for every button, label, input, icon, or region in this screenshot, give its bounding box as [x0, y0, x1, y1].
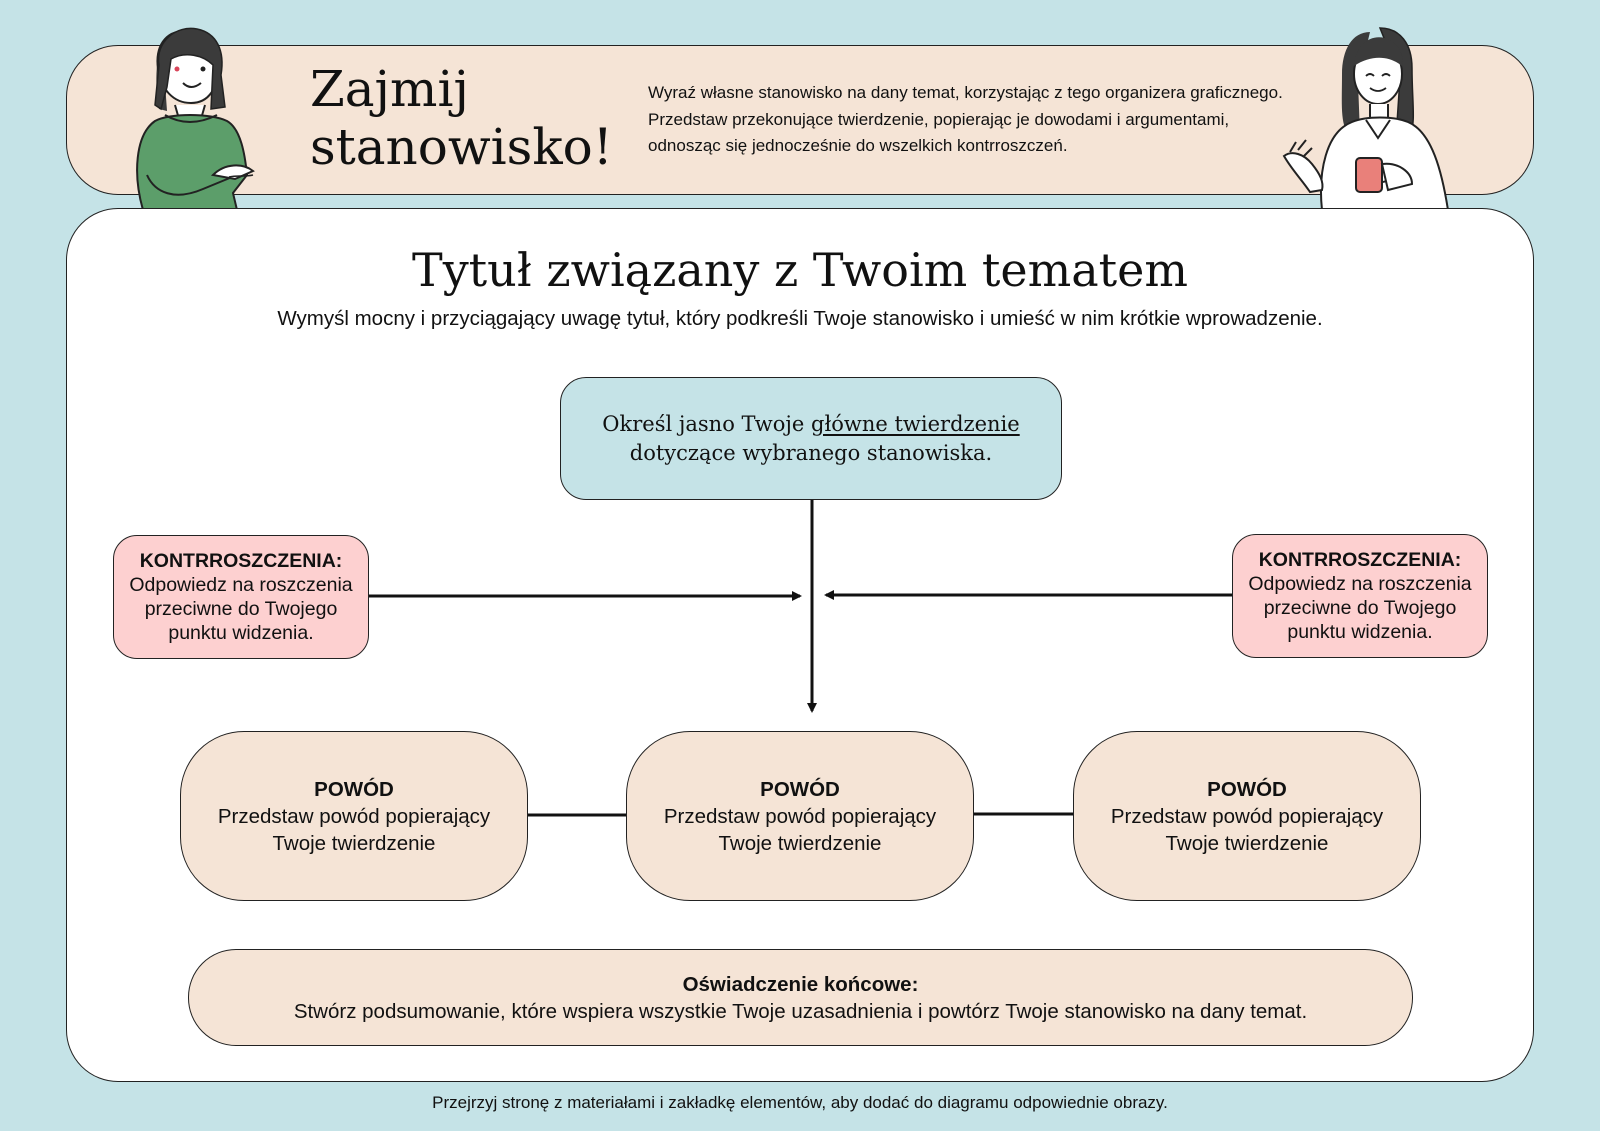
counterclaim-line1: Odpowiedz na roszczenia — [1248, 573, 1472, 595]
reason-line2: Twoje twierdzenie — [272, 831, 436, 855]
counterclaim-box-left: KONTRROSZCZENIA: Odpowiedz na roszczenia… — [113, 535, 369, 659]
reason-line1: Przedstaw powód popierający — [663, 804, 937, 828]
reason-line2: Twoje twierdzenie — [1165, 831, 1329, 855]
reason-line1: Przedstaw powód popierający — [217, 804, 491, 828]
counterclaim-line2: przeciwne do Twojego — [144, 598, 338, 620]
reason-box-right: POWÓD Przedstaw powód popierający Twoje … — [1073, 731, 1421, 901]
counterclaim-line1: Odpowiedz na roszczenia — [129, 574, 353, 596]
counterclaim-box-right: KONTRROSZCZENIA: Odpowiedz na roszczenia… — [1232, 534, 1488, 658]
header-title: Zajmij stanowisko! — [310, 60, 640, 176]
counterclaim-line2: przeciwne do Twojego — [1263, 597, 1457, 619]
counterclaim-line3: punktu widzenia. — [1287, 621, 1433, 643]
header-description: Wyraź własne stanowisko na dany temat, k… — [648, 83, 1283, 155]
conclusion-heading: Oświadczenie końcowe: — [682, 972, 919, 996]
counterclaim-heading: KONTRROSZCZENIA: — [1258, 549, 1462, 571]
reason-line1: Przedstaw powód popierający — [1110, 804, 1384, 828]
conclusion-box: Oświadczenie końcowe: Stwórz podsumowani… — [188, 949, 1413, 1046]
main-claim-box: Określ jasno Twoje główne twierdzenie do… — [560, 377, 1062, 500]
main-subtitle: Wymyśl mocny i przyciągający uwagę tytuł… — [277, 307, 1323, 330]
woman-with-mug-illustration — [1282, 27, 1450, 210]
header-banner — [66, 45, 1534, 195]
header-title-line1: Zajmij — [310, 60, 469, 118]
footer-note: Przejrzyj stronę z materiałami i zakładk… — [432, 1093, 1168, 1112]
main-claim-underlined: główne twierdzenie — [811, 411, 1020, 436]
main-claim-prefix: Określ jasno Twoje — [602, 411, 811, 436]
reason-heading: POWÓD — [760, 777, 840, 801]
main-title: Tytuł związany z Twoim tematem — [412, 243, 1188, 297]
reason-box-center: POWÓD Przedstaw powód popierający Twoje … — [626, 731, 974, 901]
woman-green-shirt-illustration — [136, 27, 255, 210]
conclusion-text: Stwórz podsumowanie, które wspiera wszys… — [293, 999, 1308, 1023]
reason-box-left: POWÓD Przedstaw powód popierający Twoje … — [180, 731, 528, 901]
reason-line2: Twoje twierdzenie — [718, 831, 882, 855]
reason-heading: POWÓD — [314, 777, 394, 801]
main-claim-line2: dotyczące wybranego stanowiska. — [629, 440, 993, 465]
header-title-line2: stanowisko! — [310, 118, 613, 176]
counterclaim-line3: punktu widzenia. — [168, 622, 314, 644]
counterclaim-heading: KONTRROSZCZENIA: — [139, 550, 343, 572]
reason-heading: POWÓD — [1207, 777, 1287, 801]
main-claim-line1: Określ jasno Twoje główne twierdzenie — [602, 410, 1019, 439]
